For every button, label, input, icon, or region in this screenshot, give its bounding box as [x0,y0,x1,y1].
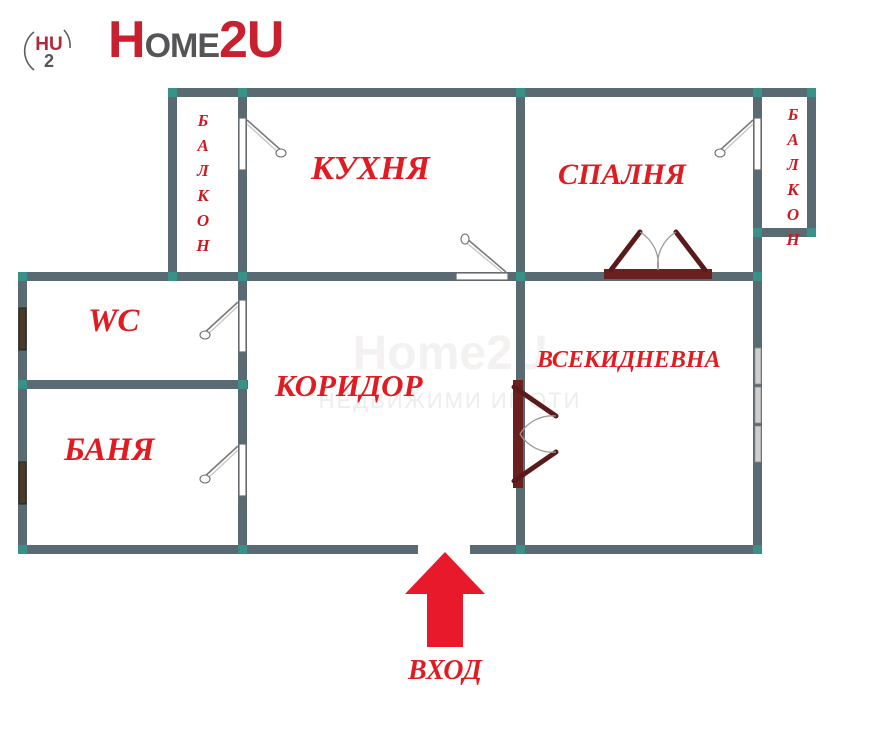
window-living-room [754,347,762,463]
room-label-spalnya: СПАЛНЯ [558,158,686,191]
plan-wall-nodes [18,88,816,554]
entrance-label: ВХОД [408,655,482,686]
wall-left-balcony-inner [238,88,247,278]
wall-left-outer [18,272,27,554]
wall-bottom-left [18,545,418,554]
room-label-wc: WC [88,303,140,339]
home2u-badge-icon: HU 2 [23,29,71,71]
wall-kitchen-bedroom-divider [516,88,525,278]
door-bedroom-double [604,229,712,279]
svg-text:HU: HU [35,34,62,55]
door-banya [199,443,247,497]
room-label-vsekidnevna: ВСЕКИДНЕВНА [537,347,721,373]
wall-bottom-right [470,545,762,554]
brand-wordmark: HOME2U [108,11,285,69]
wall-wc-bath-divider [18,380,248,389]
door-wc [199,299,247,353]
room-label-koridor: КОРИДОР [275,368,423,403]
wall-bedroom-right [753,88,762,278]
door-living-double [511,380,559,488]
entrance-arrow-icon [405,552,485,647]
wall-top-right-balcony [762,88,816,97]
wall-right-balcony-outer [807,88,816,236]
wall-top-main [168,88,762,97]
room-label-kuhnya: КУХНЯ [311,150,430,187]
door-kitchen [455,233,509,281]
wordmark-part-2u: 2U [219,11,284,69]
wall-left-balcony-outer [168,88,177,278]
wall-corridor-left [238,272,247,554]
wall-top-left-block [18,272,176,281]
door-balcony-right [714,117,762,171]
window-wc [18,307,27,351]
wall-right-balcony-bottom [762,228,816,237]
plan-windows-dark [18,307,27,505]
door-balcony-left [238,117,287,171]
wordmark-part-h: H [108,11,146,69]
brand-logo: HU 2 HOME2U [16,12,356,80]
room-label-banya: БАНЯ [64,432,155,468]
wordmark-part-ome: OME [144,27,220,65]
svg-text:2: 2 [44,51,54,71]
window-banya [18,461,27,505]
